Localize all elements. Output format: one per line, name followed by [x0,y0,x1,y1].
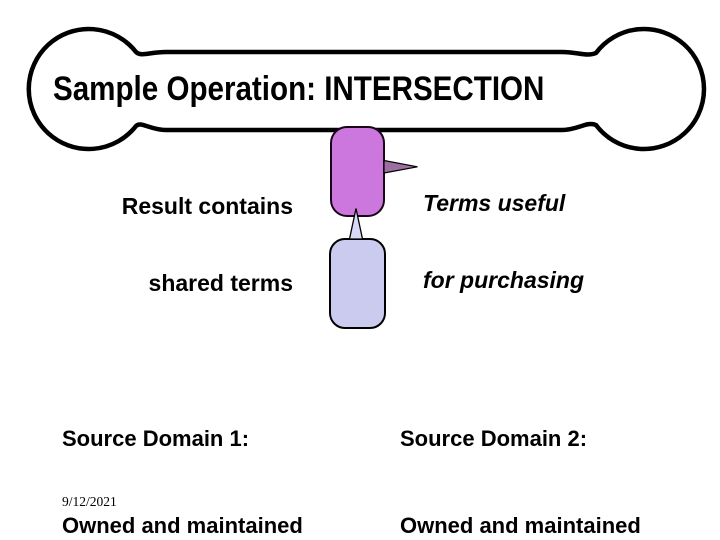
terms-label-line2: for purchasing [423,266,585,293]
right-arrow-icon [383,159,418,174]
source2-line2: Owned and maintained [400,513,641,538]
bone-outline-icon [26,26,707,152]
source1-line1: Source Domain 1: [62,426,250,451]
source-box [329,238,386,329]
result-label-line2: shared terms [148,269,293,296]
date-stamp: 9/12/2021 [62,494,117,509]
source-domain-2-label: Source Domain 2: Owned and maintained by… [400,366,641,540]
slide-title-text: Sample Operation: INTERSECTION [53,70,545,108]
result-box [330,126,385,217]
result-label-line1: Result contains [121,193,293,219]
terms-label-line1: Terms useful [423,190,566,216]
result-label: Result contains shared terms [100,143,293,347]
terms-label: Terms useful for purchasing [423,140,584,344]
source2-line1: Source Domain 2: [400,426,588,451]
source-domain-1-label: Source Domain 1: Owned and maintained by… [62,366,303,540]
up-arrow-icon [348,208,364,240]
source1-line2: Owned and maintained [62,513,303,538]
slide-title: Sample Operation: INTERSECTION [53,72,618,106]
